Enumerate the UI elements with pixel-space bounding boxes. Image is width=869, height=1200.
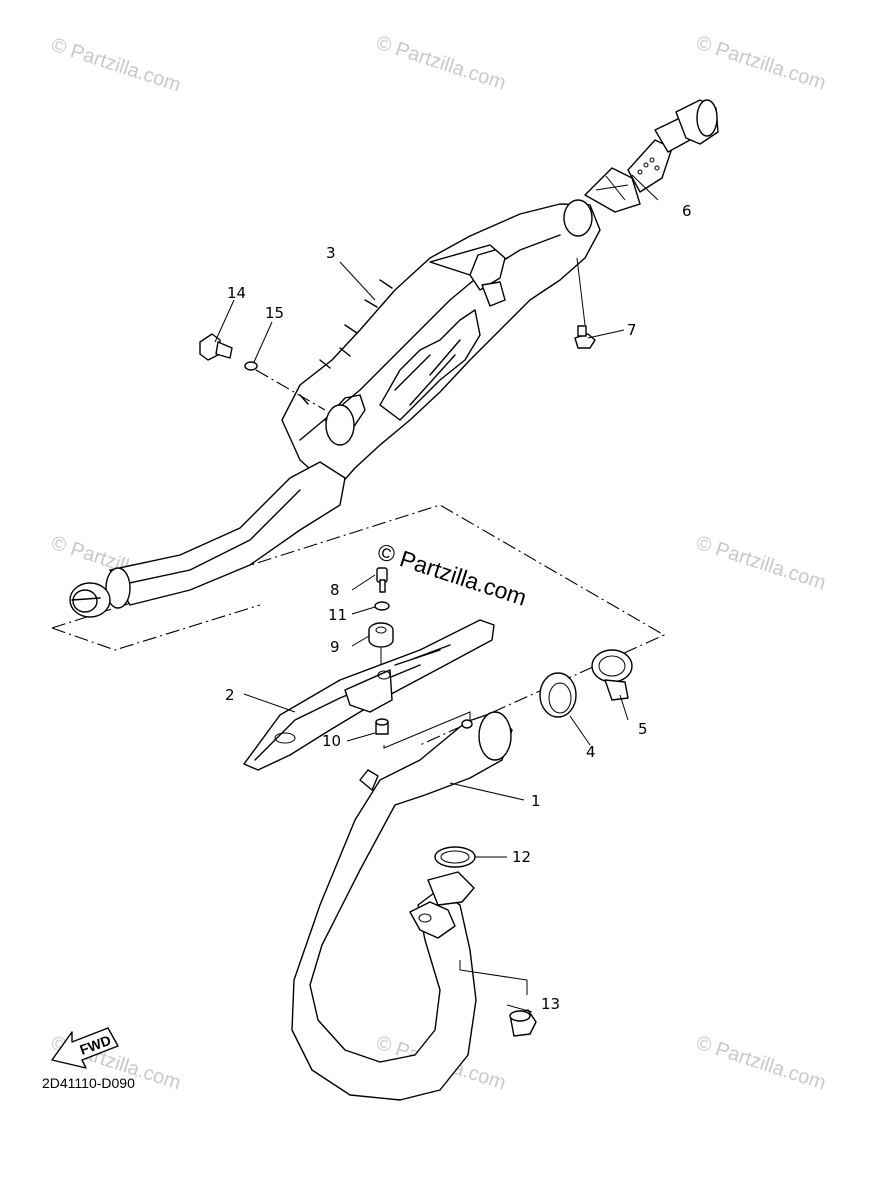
bolt-14 bbox=[199, 333, 233, 361]
callout-3: 3 bbox=[326, 244, 336, 262]
callout-14: 14 bbox=[227, 284, 246, 302]
callout-8: 8 bbox=[330, 581, 340, 599]
diagram-code: 2D41110-D090 bbox=[42, 1075, 135, 1091]
callout-7: 7 bbox=[627, 321, 637, 339]
watermark: © Partzilla.com bbox=[693, 532, 828, 595]
gasket-12 bbox=[434, 846, 476, 868]
callout-15: 15 bbox=[265, 304, 284, 322]
watermark: © Partzilla.com bbox=[48, 34, 183, 97]
nut-13 bbox=[509, 1009, 537, 1037]
washer-11 bbox=[374, 601, 390, 611]
callout-4: 4 bbox=[586, 743, 596, 761]
callout-11: 11 bbox=[328, 606, 347, 624]
clamp-5 bbox=[591, 649, 633, 701]
nut-13-link bbox=[459, 960, 528, 995]
callout-12: 12 bbox=[512, 848, 531, 866]
leader-lines bbox=[214, 174, 659, 1013]
assembly-outline-left bbox=[51, 604, 261, 651]
callout-6: 6 bbox=[682, 202, 692, 220]
watermark: © Partzilla.com bbox=[373, 32, 508, 95]
screw-8 bbox=[376, 567, 388, 593]
bolt-axis bbox=[255, 369, 326, 411]
exhaust-pipe-1 bbox=[291, 711, 513, 1101]
callout-1: 1 bbox=[531, 792, 541, 810]
watermark: © Partzilla.com bbox=[693, 32, 828, 95]
callout-5: 5 bbox=[638, 720, 648, 738]
bracket-link bbox=[383, 711, 471, 749]
watermark-center: © Partzilla.com bbox=[374, 538, 529, 611]
gasket-4 bbox=[539, 672, 577, 718]
washer-15 bbox=[244, 361, 258, 371]
callout-13: 13 bbox=[541, 995, 560, 1013]
nut-10 bbox=[375, 718, 389, 735]
callout-2: 2 bbox=[225, 686, 235, 704]
callouts: 6 3 14 15 7 8 11 9 2 10 4 5 1 12 13 bbox=[225, 202, 692, 1013]
tail-pipe-part bbox=[584, 99, 719, 213]
callout-10: 10 bbox=[322, 732, 341, 750]
callout-9: 9 bbox=[330, 638, 340, 656]
heat-protector-2 bbox=[243, 619, 495, 771]
grommet-9 bbox=[368, 622, 394, 648]
muffler-inlet-pipe bbox=[69, 461, 346, 618]
muffler-part bbox=[281, 199, 601, 486]
watermark: © Partzilla.com bbox=[693, 1032, 828, 1095]
